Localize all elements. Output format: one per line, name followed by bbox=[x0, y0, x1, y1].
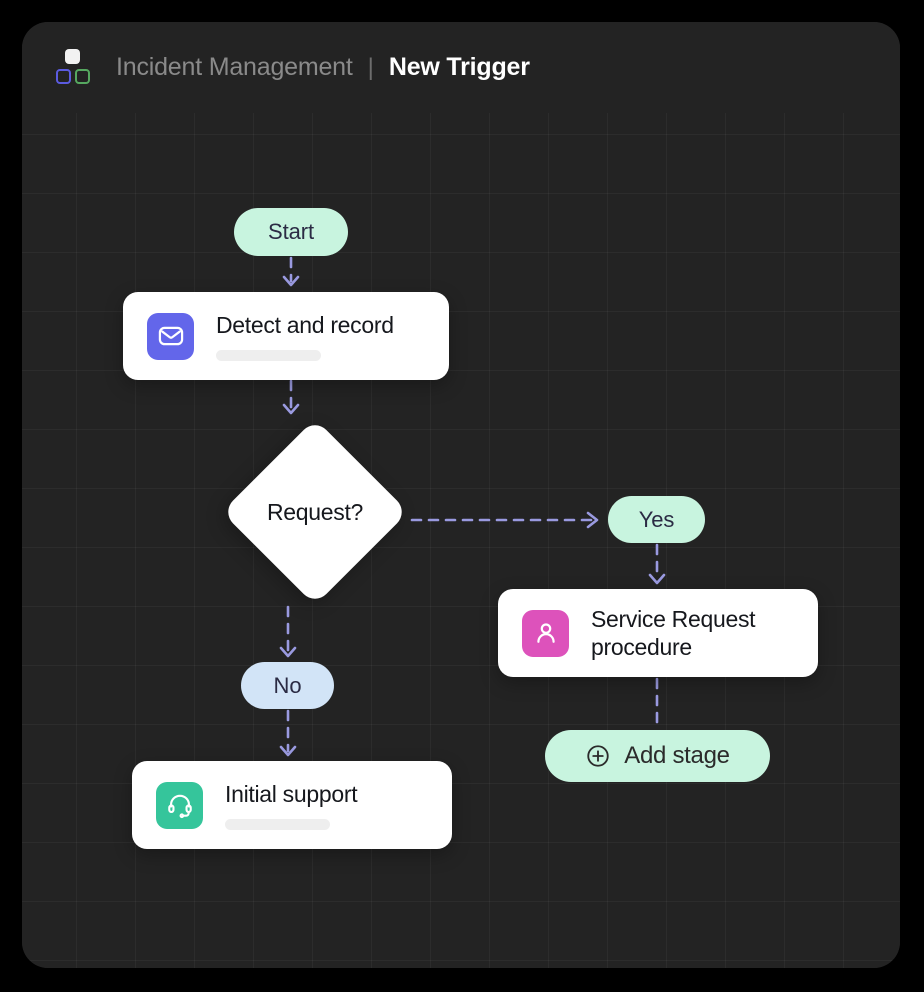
card-body: Service Request procedure bbox=[591, 605, 818, 661]
step-title: Detect and record bbox=[216, 312, 394, 339]
branch-label-no[interactable]: No bbox=[241, 662, 334, 709]
app-logo-icon bbox=[56, 48, 90, 87]
node-initial-support[interactable]: Initial support bbox=[132, 761, 452, 849]
step-title: Service Request procedure bbox=[591, 605, 756, 660]
step-title: Initial support bbox=[225, 781, 358, 808]
branch-label-yes[interactable]: Yes bbox=[608, 496, 705, 543]
logo-square-green bbox=[75, 68, 90, 84]
node-start[interactable]: Start bbox=[234, 208, 348, 256]
breadcrumb-separator: | bbox=[367, 53, 374, 81]
plus-circle-icon bbox=[587, 745, 609, 767]
mail-icon bbox=[147, 312, 194, 360]
node-detect-and-record[interactable]: Detect and record bbox=[123, 292, 449, 380]
app-header: Incident Management | New Trigger bbox=[22, 22, 900, 113]
app-window: Incident Management | New Trigger bbox=[22, 22, 900, 968]
add-stage-button[interactable]: Add stage bbox=[545, 730, 770, 782]
breadcrumb-parent[interactable]: Incident Management bbox=[116, 53, 353, 81]
person-icon bbox=[522, 609, 569, 657]
logo-square-white bbox=[65, 48, 80, 64]
add-stage-label: Add stage bbox=[624, 742, 730, 769]
decision-label: Request? bbox=[266, 498, 364, 525]
node-service-request-procedure[interactable]: Service Request procedure bbox=[498, 589, 818, 677]
card-body: Initial support bbox=[225, 780, 358, 830]
logo-square-blue bbox=[56, 68, 71, 84]
flow-canvas[interactable]: Start Detect and record Request? Yes No bbox=[22, 113, 900, 968]
card-body: Detect and record bbox=[216, 311, 394, 361]
placeholder-bar bbox=[225, 818, 330, 830]
placeholder-bar bbox=[216, 349, 321, 361]
headset-icon bbox=[156, 781, 203, 829]
node-decision-request[interactable]: Request? bbox=[221, 418, 409, 606]
page-title: New Trigger bbox=[388, 53, 530, 81]
